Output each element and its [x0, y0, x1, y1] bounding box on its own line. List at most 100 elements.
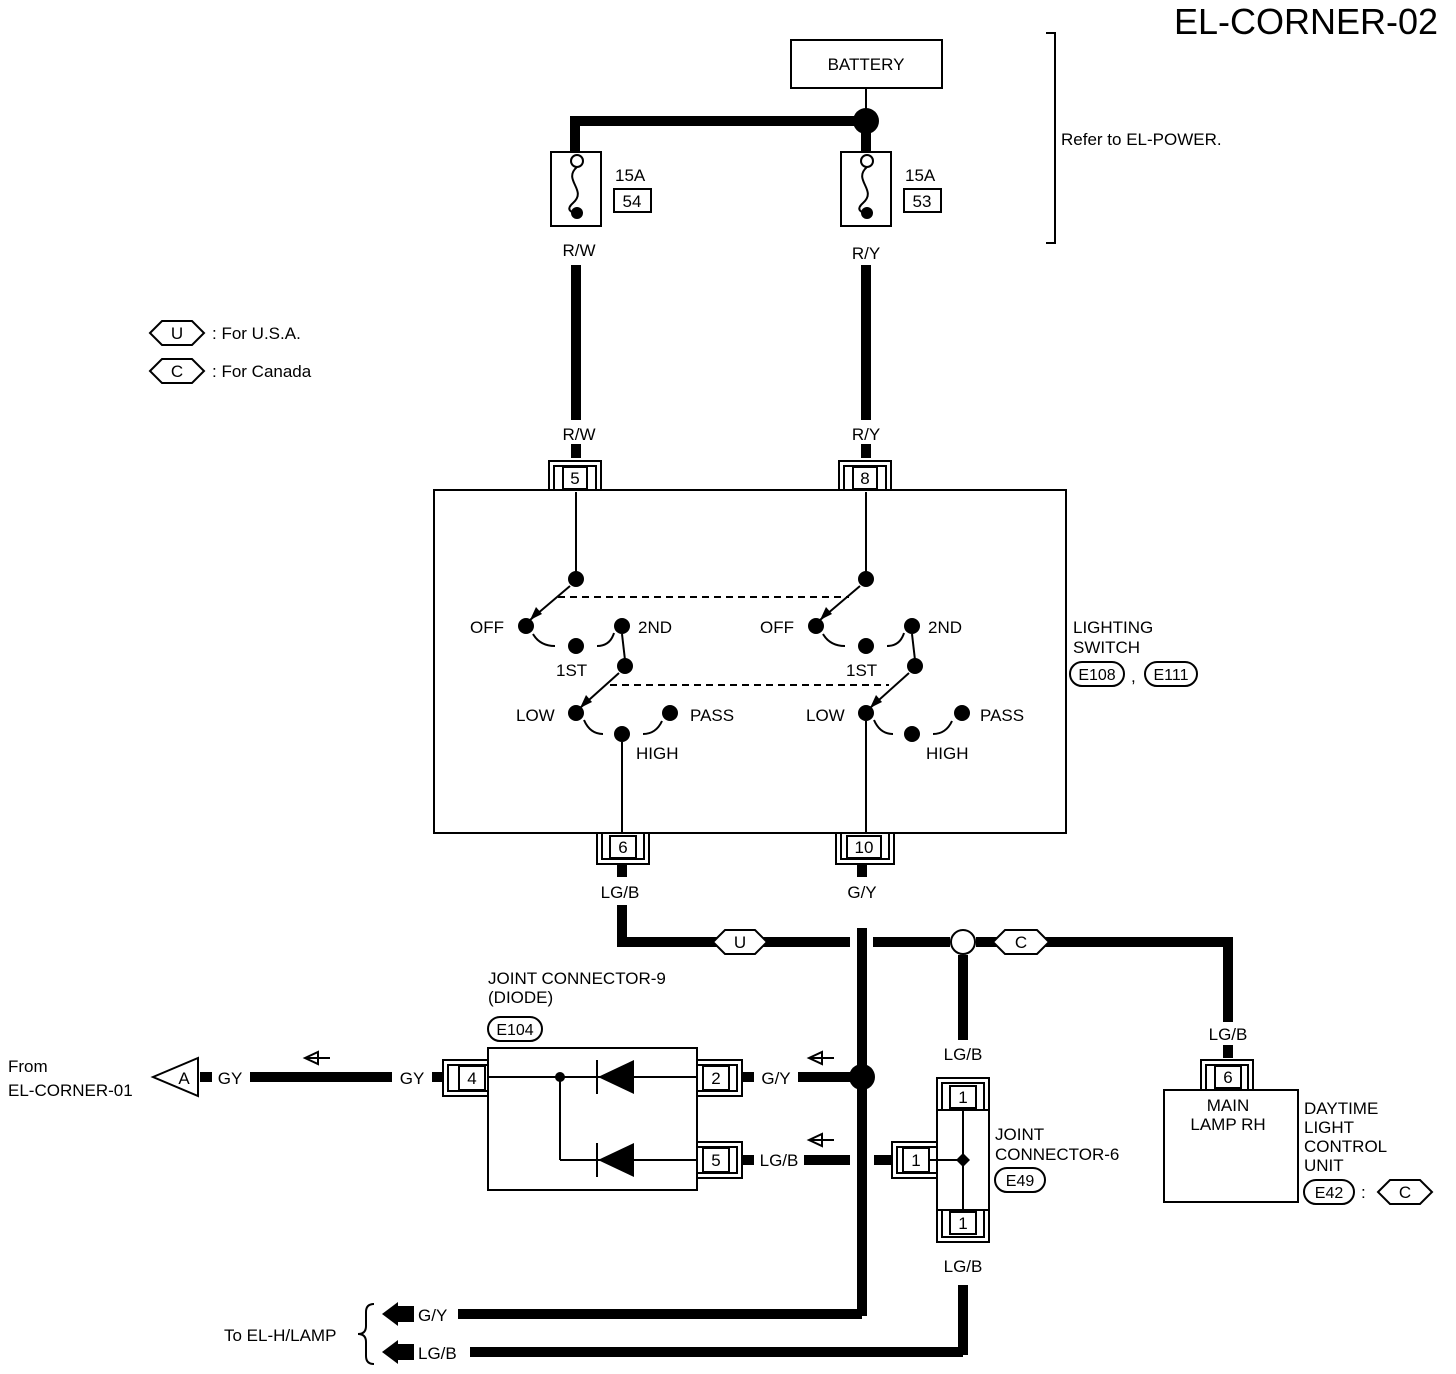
- dtrl-variant: C: [1399, 1183, 1411, 1202]
- switch-name-line2: SWITCH: [1073, 638, 1140, 657]
- joint-connector-9: 4 2 5: [442, 1047, 743, 1191]
- pos-1st-left: 1ST: [556, 661, 587, 680]
- switch-pin-10: 10: [855, 838, 874, 857]
- switch-connector-separator: ,: [1131, 667, 1136, 686]
- pos-low-right: LOW: [806, 706, 845, 725]
- to-ref-label: To EL-H/LAMP: [224, 1326, 336, 1345]
- wire-gy-to-hlamp: [458, 1309, 867, 1319]
- dtrl-box-line1: MAIN: [1207, 1096, 1250, 1115]
- pos-off-right: OFF: [760, 618, 794, 637]
- joint-connector-6: 1 1 1: [891, 1077, 990, 1243]
- wire-label-rw-bottom: R/W: [562, 425, 595, 444]
- wire-label-rw-top: R/W: [562, 241, 595, 260]
- to-ref-arrow-gy-body: [398, 1306, 414, 1322]
- legend-c-tag: [148, 358, 206, 384]
- pos-low-left: LOW: [516, 706, 555, 725]
- wire-label-lgb-hlamp: LG/B: [418, 1344, 457, 1363]
- switch-pin-8: 8: [860, 469, 869, 488]
- legend-u-tag: [148, 320, 206, 346]
- wire-label-ry-top: R/Y: [852, 244, 880, 263]
- from-ref-line1: From: [8, 1057, 48, 1076]
- battery: BATTERY: [790, 39, 943, 89]
- fuse-54-rating: 15A: [615, 166, 646, 185]
- battery-splice-dot: [853, 108, 879, 134]
- pos-2nd-right: 2ND: [928, 618, 962, 637]
- wire-label-gy-jc9-right: G/Y: [761, 1069, 790, 1088]
- legend-u-text: : For U.S.A.: [212, 324, 301, 343]
- splice-open-circle: [950, 929, 976, 955]
- dtrl-variant-tag: [1376, 1179, 1434, 1205]
- dtrl-connector-frame: [1303, 1179, 1355, 1205]
- to-ref-arrow-gy: [382, 1302, 398, 1326]
- dtrl-pin-6: 6: [1223, 1068, 1232, 1087]
- fuse-53-number: 53: [913, 192, 932, 211]
- switch-connector-e111: E111: [1154, 667, 1189, 684]
- dtrl-connector: E42: [1315, 1185, 1344, 1202]
- jc6-name-line2: CONNECTOR-6: [995, 1145, 1119, 1164]
- dtrl-connector-suffix: :: [1361, 1183, 1366, 1202]
- jc6-pin-top: 1: [958, 1088, 967, 1107]
- switch-pin-6: 6: [618, 838, 627, 857]
- diagram-title: EL-CORNER-02: [1174, 1, 1438, 42]
- route-tag-canada-label: C: [1015, 933, 1027, 952]
- to-ref-arrow-lgb-body: [398, 1344, 414, 1360]
- wire-label-ry-bottom: R/Y: [852, 425, 880, 444]
- pos-high-right: HIGH: [926, 744, 969, 763]
- jc6-name-line1: JOINT: [995, 1125, 1044, 1144]
- pos-pass-right: PASS: [980, 706, 1024, 725]
- power-bracket: [1046, 32, 1056, 244]
- wire-label-gy-switch: G/Y: [847, 883, 876, 902]
- pos-2nd-left: 2ND: [638, 618, 672, 637]
- lighting-switch: 5 8 6 10 OFF 1ST 2ND LOW: [433, 460, 1067, 865]
- switch-connector-e108-frame: [1069, 661, 1125, 687]
- jc9-connector-frame: [487, 1016, 543, 1042]
- diode-upper: [598, 1060, 634, 1094]
- route-tag-usa: [711, 929, 769, 955]
- wire-canada-to-dtrl: [976, 937, 1233, 1022]
- jc6-pin-bottom: 1: [958, 1214, 967, 1233]
- jc6-pin-side: 1: [911, 1151, 920, 1170]
- power-note: Refer to EL-POWER.: [1061, 130, 1222, 149]
- legend: U : For U.S.A. C : For Canada: [148, 320, 312, 384]
- battery-label: BATTERY: [828, 55, 905, 74]
- fuse-53-number-box: [903, 188, 942, 213]
- wire-label-gy-hlamp: G/Y: [418, 1306, 447, 1325]
- switch-name-line1: LIGHTING: [1073, 618, 1153, 637]
- wire-label-lgb-jc9: LG/B: [760, 1151, 799, 1170]
- wire-lgb-usa: [617, 905, 850, 947]
- flow-arrow-gy-right: [806, 1050, 834, 1066]
- dtrl-name-line3: CONTROL: [1304, 1137, 1387, 1156]
- fuse-54-number: 54: [623, 192, 642, 211]
- route-tag-usa-label: U: [734, 933, 746, 952]
- jc9-pin-4: 4: [467, 1069, 476, 1088]
- fuse-54-number-box: [613, 188, 652, 213]
- jc9-name-line1: JOINT CONNECTOR-9: [488, 969, 666, 988]
- from-ref-tag-label: A: [178, 1069, 190, 1088]
- fuse-53-rating: 15A: [905, 166, 936, 185]
- jc9-pin-5: 5: [711, 1151, 720, 1170]
- jc9-pin-2: 2: [711, 1069, 720, 1088]
- dtrl-box-line2: LAMP RH: [1190, 1115, 1265, 1134]
- fuse-53: 15A 53: [840, 151, 942, 227]
- route-tag-canada: [991, 929, 1051, 955]
- pos-high-left: HIGH: [636, 744, 679, 763]
- wire-label-lgb-jc6-top: LG/B: [944, 1045, 983, 1064]
- pos-pass-left: PASS: [690, 706, 734, 725]
- switch-connector-e111-frame: [1144, 661, 1198, 687]
- dtrl-name-line2: LIGHT: [1304, 1118, 1354, 1137]
- jc6-connector-frame: [994, 1167, 1046, 1193]
- wire-label-gy-jc9: GY: [400, 1069, 425, 1088]
- from-ref-tag: [150, 1056, 199, 1098]
- dtrl-name-line1: DAYTIME: [1304, 1099, 1378, 1118]
- switch-connector-e108: E108: [1078, 667, 1115, 684]
- legend-c-symbol: C: [171, 362, 183, 381]
- daytime-light-control-unit: 6 MAIN LAMP RH: [1163, 1059, 1299, 1203]
- legend-u-symbol: U: [171, 324, 183, 343]
- gy-splice-dot: [849, 1064, 875, 1090]
- jc9-connector: E104: [496, 1022, 533, 1039]
- jc9-name-line2: (DIODE): [488, 988, 553, 1007]
- diode-lower: [598, 1143, 634, 1177]
- pos-off-left: OFF: [470, 618, 504, 637]
- wire-battery-fuse54: [570, 116, 866, 152]
